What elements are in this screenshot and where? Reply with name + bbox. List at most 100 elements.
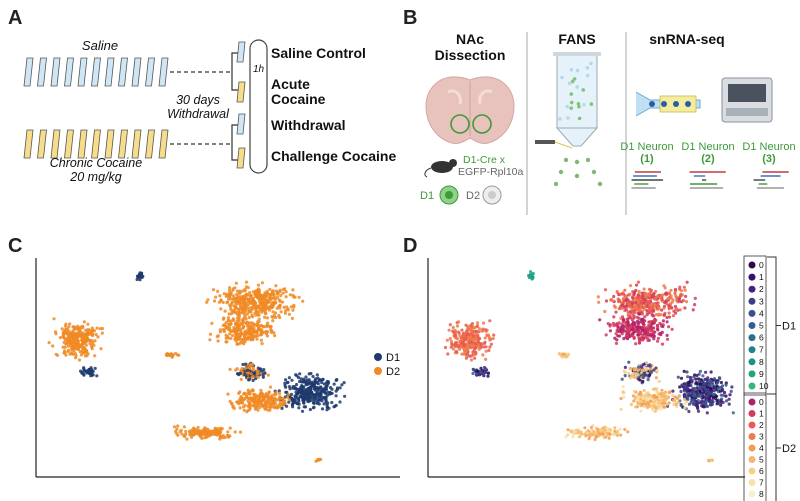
scatter-point [682, 382, 686, 386]
scatter-point [247, 315, 251, 320]
scatter-point [245, 394, 249, 399]
scatter-point [635, 295, 639, 300]
scatter-point [273, 296, 277, 300]
scatter-point [683, 392, 687, 397]
scatter-point [227, 288, 232, 292]
scatter-point [662, 306, 666, 310]
scatter-point [667, 307, 671, 311]
scatter-point [614, 341, 619, 345]
scatter-point [271, 300, 275, 304]
scatter-point [51, 344, 55, 348]
scatter-point [665, 337, 670, 341]
scatter-point [100, 331, 104, 335]
scatter-point [241, 295, 245, 299]
legend-cluster-label: 4 [759, 443, 764, 453]
scatter-point [239, 305, 243, 309]
scatter-point [62, 332, 66, 336]
legend-swatch-d1 [374, 353, 382, 361]
scatter-point [572, 432, 576, 437]
scatter-point [184, 429, 188, 434]
scatter-point [654, 376, 659, 380]
scatter-point [687, 409, 691, 414]
scatter-point [610, 297, 614, 302]
scatter-point [623, 370, 627, 374]
scatter-point [716, 380, 720, 385]
scatter-point [208, 338, 212, 342]
scatter-point [659, 333, 663, 337]
scatter-point [73, 346, 77, 350]
scatter-point [228, 291, 232, 295]
scatter-point [65, 336, 69, 340]
scatter-point [647, 373, 651, 378]
scatter-point [684, 300, 689, 304]
scatter-point [637, 289, 641, 294]
scatter-point [63, 345, 67, 349]
scatter-point [633, 367, 637, 371]
scatter-point [82, 346, 86, 350]
scatter-point [82, 366, 86, 370]
scatter-point [641, 375, 645, 379]
scatter-point [474, 350, 478, 354]
scatter-point [463, 348, 467, 352]
scatter-point [654, 318, 658, 322]
scatter-point [646, 292, 651, 296]
scatter-point [475, 324, 479, 328]
scatter-point [300, 409, 305, 413]
scatter-point [260, 342, 264, 346]
scatter-point [660, 395, 664, 399]
scatter-point [309, 393, 314, 397]
scatter-point [85, 354, 89, 358]
scatter-point [445, 338, 449, 342]
scatter-point [243, 315, 247, 319]
scatter-point [674, 311, 678, 315]
scatter-point [235, 319, 239, 323]
fans-nucleus [576, 102, 581, 106]
scatter-point [226, 430, 230, 434]
scatter-point [215, 433, 219, 437]
scatter-point [271, 319, 275, 323]
scatter-point [176, 433, 180, 437]
scatter-point [614, 310, 618, 314]
group-acute-line1: Acute [271, 76, 310, 92]
scatter-point [471, 371, 475, 376]
scatter-point [279, 294, 283, 298]
scatter-point [689, 384, 693, 388]
scatter-point [652, 337, 656, 341]
scatter-point [658, 403, 662, 407]
scatter-point [484, 349, 488, 353]
scatter-point [80, 371, 84, 375]
legend-cluster-label: 8 [759, 357, 764, 367]
scatter-point [656, 339, 660, 343]
scatter-point [652, 314, 656, 318]
scatter-point [619, 396, 623, 401]
scatter-point [84, 328, 88, 332]
scatter-point [251, 378, 255, 383]
scatter-point [637, 316, 641, 320]
scatter-point [255, 324, 259, 328]
scatter-point [596, 295, 600, 299]
scatter-point [322, 402, 326, 406]
scatter-point [205, 300, 209, 304]
scatter-point [649, 367, 653, 371]
chronic-cocaine-label: Chronic Cocaine [50, 156, 142, 170]
scatter-point [677, 394, 682, 398]
scatter-point [335, 378, 339, 382]
scatter-point [647, 332, 651, 336]
scatter-point [285, 395, 290, 399]
scatter-point [284, 295, 288, 299]
scatter-point [599, 428, 603, 432]
group-challenge-cocaine: Challenge Cocaine [271, 148, 396, 164]
scatter-point [227, 312, 231, 316]
panel-letter-c: C [8, 235, 22, 257]
scatter-point [304, 383, 308, 387]
scatter-point [287, 400, 291, 404]
fans-nucleus [572, 77, 577, 81]
scatter-point [322, 382, 326, 386]
scatter-point [255, 406, 259, 410]
scatter-point [247, 299, 251, 303]
scatter-point [612, 294, 616, 299]
scatter-point [276, 406, 280, 410]
scatter-point [86, 338, 90, 342]
cocaine-injection-bar [145, 129, 155, 159]
scatter-point [655, 395, 659, 399]
